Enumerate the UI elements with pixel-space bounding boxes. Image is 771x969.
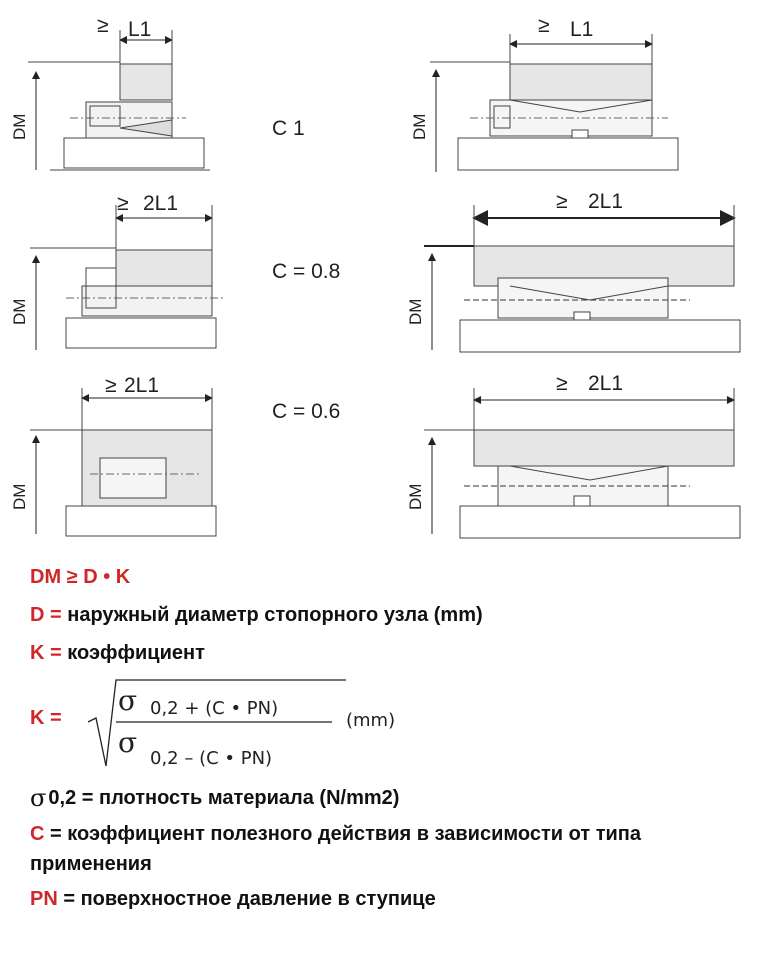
diagram-row2-left: ≥ 2L1 DM — [10, 192, 226, 350]
svg-text:≥: ≥ — [105, 374, 117, 397]
svg-text:2L1: 2L1 — [588, 190, 623, 213]
svg-text:L1: L1 — [570, 18, 593, 41]
svg-text:DM: DM — [410, 114, 429, 140]
svg-text:≥: ≥ — [117, 192, 129, 215]
c-label-row2: C = 0.8 — [272, 260, 340, 283]
dim-label-r1l: L1 — [128, 18, 151, 41]
svg-text:DM: DM — [406, 299, 425, 325]
pn-definition: PN = поверхностное давление в ступице — [30, 888, 436, 911]
ge-symbol: ≥ — [97, 14, 109, 37]
diagram-row2-right: ≥ 2L1 DM — [406, 190, 741, 353]
diagram-row1-left: ≥ L1 DM — [10, 14, 210, 171]
hub-diagrams: ≥ L1 DM ≥ L1 DM C 1 ≥ 2L1 — [10, 14, 741, 539]
diagram-row1-right: ≥ L1 DM — [410, 14, 679, 172]
d-key: D = — [30, 604, 62, 626]
formula-k-key: K = — [30, 707, 62, 729]
svg-text:2L1: 2L1 — [588, 372, 623, 395]
k-text: коэффициент — [67, 642, 205, 664]
formula-numerator: 0,2 + (C • PN) — [150, 698, 278, 719]
c-label-row1: C 1 — [272, 117, 305, 140]
dim-label-r3l: 2L1 — [124, 374, 159, 397]
pn-text: = поверхностное давление в ступице — [63, 888, 436, 910]
formula-sigma-den: σ — [118, 726, 137, 759]
c-label-row3: C = 0.6 — [272, 400, 340, 423]
dm-label: DM — [10, 114, 29, 140]
k-definition: K = коэффициент — [30, 642, 205, 665]
c-text: = коэффициент полезного действия в завис… — [30, 823, 642, 875]
dm-rule: DM ≥ D • K — [30, 566, 131, 588]
sigma-text: 0,2 = плотность материала (N/mm2) — [48, 786, 400, 809]
c-definition: C = коэффициент полезного действия в зав… — [30, 819, 730, 879]
d-definition: D = наружный диаметр стопорного узла (mm… — [30, 604, 483, 627]
formula-unit: (mm) — [346, 710, 395, 731]
d-text: наружный диаметр стопорного узла (mm) — [67, 604, 483, 626]
c-key: C — [30, 823, 45, 845]
svg-text:≥: ≥ — [538, 14, 550, 37]
sigma-symbol: σ — [30, 784, 47, 812]
k-formula: K = σ 0,2 + (C • PN) σ 0,2 – (C • PN) (m… — [30, 679, 395, 769]
formula-sigma-num: σ — [118, 684, 137, 717]
svg-text:DM: DM — [406, 484, 425, 510]
sigma-definition: σ 0,2 = плотность материала (N/mm2) — [30, 784, 399, 812]
dim-label-r2l: 2L1 — [143, 192, 178, 215]
diagram-row3-right: ≥ 2L1 DM — [406, 372, 741, 539]
k-key: K = — [30, 642, 62, 664]
diagram-row3-left: ≥ 2L1 DM — [10, 374, 217, 537]
pn-key: PN — [30, 888, 58, 910]
svg-text:≥: ≥ — [556, 190, 568, 213]
svg-text:≥: ≥ — [556, 372, 568, 395]
formula-denominator: 0,2 – (C • PN) — [150, 748, 272, 769]
svg-text:DM: DM — [10, 299, 29, 325]
svg-text:DM: DM — [10, 484, 29, 510]
